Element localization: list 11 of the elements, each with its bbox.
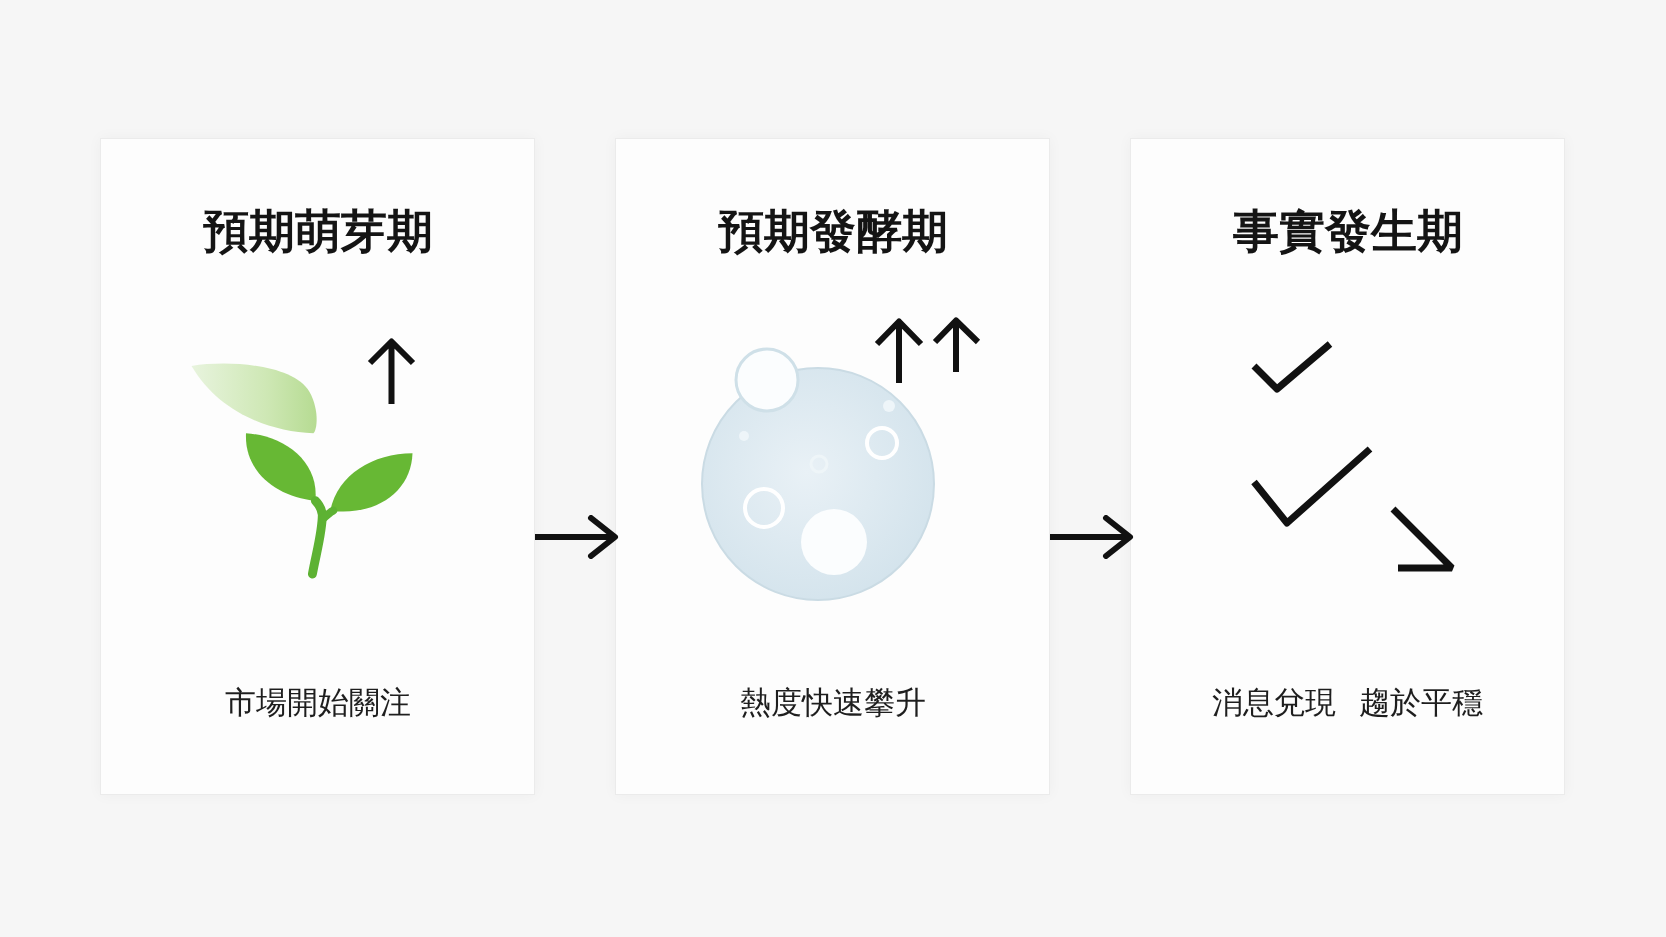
- stage-panel: [100, 138, 535, 795]
- stage-caption: 消息兌現 趨於平穩: [1211, 683, 1484, 722]
- stage-title: 事實發生期: [1232, 203, 1463, 259]
- stage-panel: [1130, 138, 1565, 795]
- stage-caption: 市場開始關注: [224, 683, 411, 722]
- stage-caption: 熱度快速攀升: [739, 683, 926, 722]
- arrow: [1050, 515, 1133, 559]
- arrow: [535, 515, 618, 559]
- stage-title: 預期發酵期: [717, 203, 948, 259]
- stage-panel: [615, 138, 1050, 795]
- stage-title: 預期萌芽期: [202, 203, 433, 259]
